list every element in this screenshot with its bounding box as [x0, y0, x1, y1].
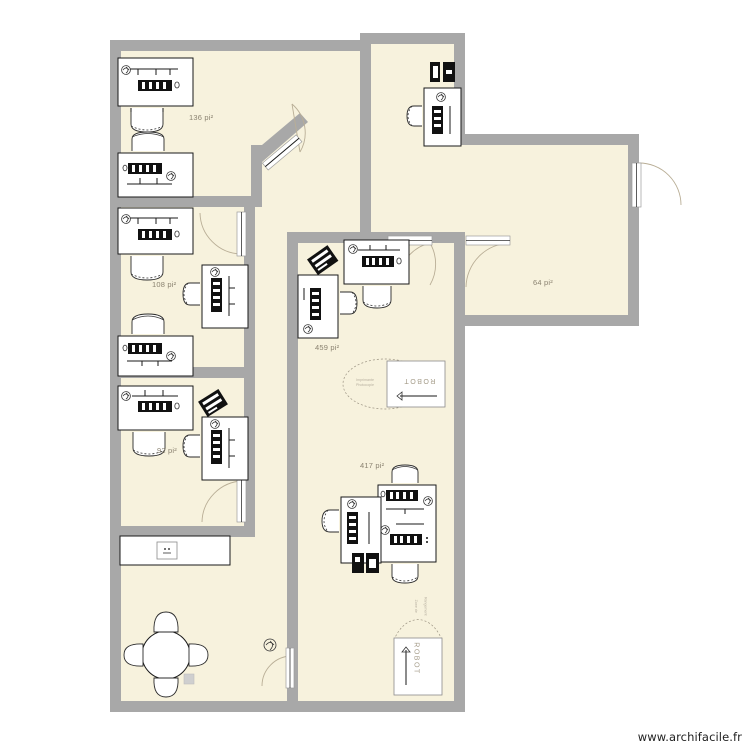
chair-108-c[interactable] [131, 313, 165, 334]
chair-417-top[interactable] [391, 464, 419, 483]
plant-icon [166, 351, 176, 361]
robot-label-lower: ROBOT [412, 642, 420, 675]
note-lower-line1: Zone de [413, 599, 418, 613]
door-center-right[interactable] [465, 235, 511, 288]
round-table-group[interactable] [123, 611, 209, 698]
workstation-108-b[interactable] [201, 264, 249, 329]
plant-icon [121, 391, 131, 401]
chair-459-a[interactable] [362, 286, 392, 309]
printer-icon-417[interactable] [352, 553, 379, 573]
door-room92[interactable] [201, 477, 247, 523]
chair-92-b[interactable] [182, 434, 200, 458]
plant-icon [347, 499, 357, 509]
door-entrance-right[interactable] [631, 162, 682, 208]
note-upper-line2: Photocopie [356, 383, 374, 387]
plant-icon [436, 92, 446, 102]
chair-459-b[interactable] [340, 291, 358, 315]
ceiling-fixture-icon [263, 638, 277, 652]
workstation-108-c[interactable] [117, 335, 194, 377]
chair-136-b[interactable] [131, 131, 165, 151]
workstation-108-a[interactable] [117, 207, 194, 255]
chair-108-a[interactable] [130, 256, 164, 281]
plant-icon [210, 419, 220, 429]
copier-icon-room92[interactable] [198, 389, 228, 417]
note-upper-line1: Imprimante [356, 378, 374, 382]
plant-icon [121, 65, 131, 75]
note-lower-line2: Rangement [423, 596, 428, 616]
doors[interactable] [199, 103, 682, 689]
area-label-room-center-upper: 459 pi² [315, 343, 340, 352]
area-label-room-center-lower: 417 pi² [360, 461, 385, 470]
workstation-92-a[interactable] [117, 385, 194, 431]
door-room136[interactable] [261, 103, 306, 171]
door-hall-bottom[interactable] [261, 647, 295, 689]
plant-icon [210, 267, 220, 277]
area-label-room-lower-left: 92 pi² [157, 446, 177, 455]
area-label-room-right: 64 pi² [533, 278, 553, 287]
workstation-417-a[interactable] [377, 484, 437, 563]
plant-icon-417 [423, 496, 433, 506]
robot-label-upper: ROBOT [403, 377, 436, 384]
chair-417-bottom[interactable] [391, 564, 419, 584]
door-room108[interactable] [199, 211, 247, 257]
chair-92-a[interactable] [132, 432, 166, 457]
robot-zone-upper[interactable] [342, 358, 446, 410]
robot-zone-lower[interactable] [393, 619, 443, 696]
plant-icon [303, 324, 313, 334]
sink-counter-icon[interactable] [119, 535, 231, 566]
area-label-room-mid-left: 108 pi² [152, 280, 177, 289]
area-label-room-top-left: 136 pi² [189, 113, 214, 122]
chair-417-b[interactable] [321, 509, 339, 533]
copier-icon-459[interactable] [307, 245, 339, 276]
printer-icon-topright[interactable] [430, 62, 455, 82]
workstation-459-b[interactable] [297, 274, 339, 339]
chair-136-a[interactable] [130, 108, 164, 133]
plant-icon [121, 214, 131, 224]
workstation-417-b[interactable] [340, 496, 382, 564]
chair-108-b[interactable] [182, 282, 200, 306]
watermark-url: www.archifacile.fr [637, 730, 742, 744]
workstation-136-a[interactable] [117, 57, 194, 107]
plant-icon [348, 244, 358, 254]
chair-topright[interactable] [406, 105, 422, 127]
workstation-92-b[interactable] [201, 416, 249, 481]
plant-icon [166, 171, 176, 181]
workstation-459-a[interactable] [343, 239, 410, 285]
workstation-136-b[interactable] [117, 152, 194, 198]
workstation-topright[interactable] [423, 87, 462, 147]
small-cabinet-icon[interactable] [183, 673, 195, 685]
